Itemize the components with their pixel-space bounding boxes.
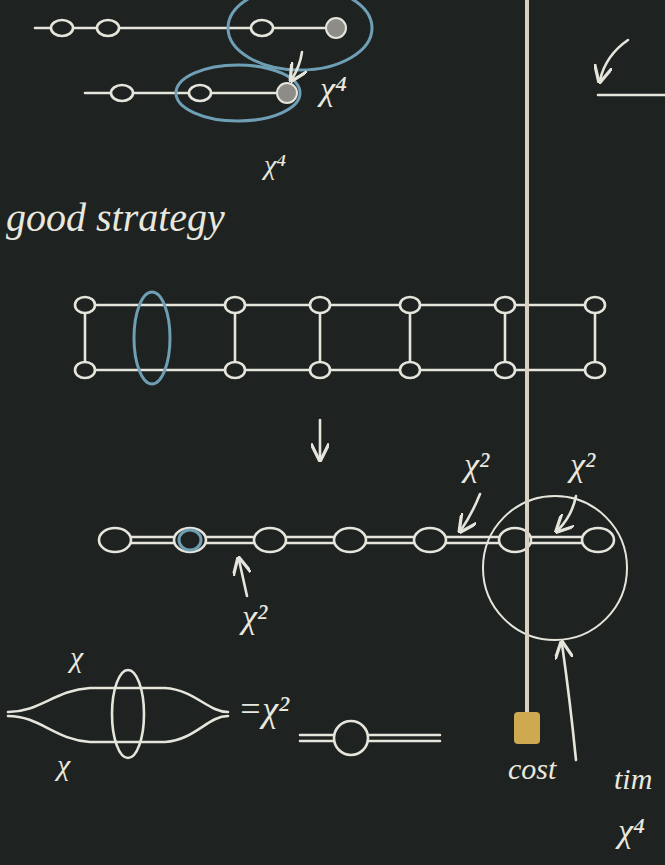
tensor-circle bbox=[400, 362, 420, 378]
partial-arrow bbox=[600, 40, 628, 80]
tensor-circle bbox=[414, 528, 446, 552]
down-arrow bbox=[319, 420, 322, 458]
tensor-circle bbox=[97, 20, 119, 36]
bond-line bbox=[85, 369, 595, 372]
chalk-label: χ² bbox=[240, 598, 269, 635]
tensor-circle bbox=[495, 362, 515, 378]
tensor-circle bbox=[251, 20, 273, 36]
partial-stroke bbox=[598, 40, 665, 95]
hatched-tensor bbox=[326, 18, 346, 38]
highlight-circle bbox=[179, 530, 201, 550]
mps-chain bbox=[35, 0, 372, 70]
tensor-circle bbox=[111, 85, 133, 101]
chalk-label: tim bbox=[612, 762, 654, 795]
bond-line bbox=[8, 688, 228, 712]
tensor-circle bbox=[75, 297, 95, 313]
microphone-cord bbox=[525, 0, 529, 712]
mps-chain bbox=[85, 52, 302, 121]
contraction-ellipse bbox=[176, 65, 300, 121]
tensor-circle bbox=[334, 721, 368, 755]
microphone-clip bbox=[514, 712, 540, 744]
partial-line bbox=[598, 94, 665, 97]
chalk-label: good strategy bbox=[4, 196, 227, 240]
bond-merge-identity bbox=[8, 670, 440, 758]
chalk-label: χ² bbox=[568, 446, 597, 483]
bond-line bbox=[85, 304, 595, 307]
chalk-label: χ² bbox=[462, 446, 491, 483]
hatched-tensor bbox=[277, 83, 297, 103]
chalk-label: χ⁴ bbox=[318, 70, 349, 107]
tensor-circle bbox=[225, 362, 245, 378]
cost-circle bbox=[483, 496, 627, 640]
rung-line bbox=[594, 305, 597, 370]
tensor-circle bbox=[400, 297, 420, 313]
tensor-circle bbox=[51, 20, 73, 36]
chalk-label: cost bbox=[506, 752, 558, 785]
chalk-label: χ bbox=[55, 748, 72, 781]
rung-line bbox=[234, 305, 237, 370]
leader-arrow bbox=[461, 494, 480, 530]
cut-ellipse bbox=[112, 670, 144, 758]
cut-ellipse bbox=[134, 292, 170, 384]
tensor-circle bbox=[310, 362, 330, 378]
leader-arrow bbox=[239, 560, 247, 596]
double-bond bbox=[300, 735, 440, 741]
rung-line bbox=[409, 305, 412, 370]
contracted-chain bbox=[99, 494, 627, 760]
tensor-circle bbox=[310, 297, 330, 313]
tensor-circle bbox=[585, 297, 605, 313]
tensor-circle bbox=[582, 528, 614, 552]
rung-line bbox=[84, 305, 87, 370]
chalk-label: χ⁴ bbox=[262, 150, 288, 181]
tensor-circle bbox=[225, 297, 245, 313]
result-arrow bbox=[292, 52, 302, 79]
tensor-circle bbox=[585, 362, 605, 378]
chalk-label: χ⁴ bbox=[616, 812, 647, 849]
tensor-circle bbox=[189, 85, 211, 101]
bond-line bbox=[35, 27, 325, 30]
tensor-circle bbox=[174, 528, 206, 552]
ladder-rungs bbox=[85, 305, 595, 370]
tensor-circle bbox=[99, 528, 131, 552]
tensor-circle bbox=[334, 528, 366, 552]
chalk-label: =χ² bbox=[236, 690, 291, 730]
leader-arrow bbox=[562, 644, 576, 760]
double-bond bbox=[131, 537, 582, 543]
leader-arrow bbox=[558, 496, 576, 530]
tensor-circle bbox=[75, 362, 95, 378]
tensor-circle bbox=[495, 297, 515, 313]
chalk-label: χ bbox=[68, 640, 85, 673]
rung-line bbox=[319, 305, 322, 370]
rung-line bbox=[504, 305, 507, 370]
tensor-circle bbox=[254, 528, 286, 552]
bond-line bbox=[8, 716, 228, 742]
